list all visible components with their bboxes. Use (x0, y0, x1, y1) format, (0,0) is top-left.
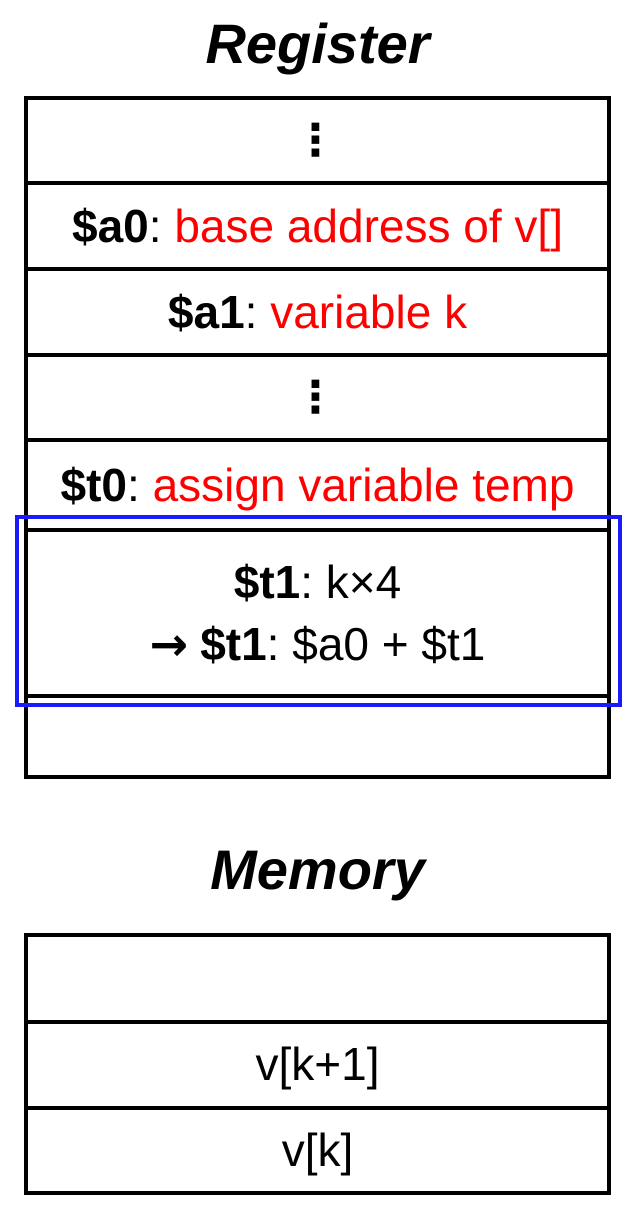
memory-row-vk1: v[k+1] (28, 1024, 607, 1110)
register-label-t0: $t0 (60, 459, 128, 511)
register-expr-t1-line2: $a0 + $t1 (292, 618, 486, 670)
register-row-a1-text: $a1: variable k (168, 281, 467, 343)
register-row-ellipsis-top: ⋮ (28, 100, 607, 185)
register-row-ellipsis-mid: ⋮ (28, 357, 607, 442)
register-row-empty (28, 698, 607, 775)
memory-row-vk: v[k] (28, 1110, 607, 1191)
register-label-a0: $a0 (72, 200, 149, 252)
register-sep-t1-line2: : (266, 618, 293, 670)
register-desc-t0: assign variable temp (152, 459, 575, 511)
register-row-a0: $a0: base address of v[] (28, 185, 607, 271)
register-row-t0: $t0: assign variable temp (28, 442, 607, 532)
register-row-a1: $a1: variable k (28, 271, 607, 357)
register-expr-t1-line1: k×4 (325, 556, 402, 608)
register-title: Register (205, 12, 430, 75)
register-row-a0-text: $a0: base address of v[] (72, 195, 563, 257)
register-row-t1-line1: $t1: k×4 (234, 551, 402, 613)
vertical-ellipsis-icon: ⋮ (293, 114, 338, 166)
register-label-t1: $t1 (233, 556, 301, 608)
memory-table: v[k+1] v[k] (24, 933, 611, 1195)
vertical-ellipsis-icon: ⋮ (293, 371, 338, 423)
memory-title: Memory (210, 838, 425, 901)
register-row-t1-line2: →$t1: $a0 + $t1 (150, 613, 486, 675)
register-row-t1: $t1: k×4 →$t1: $a0 + $t1 (28, 532, 607, 698)
register-label-t1-line2: $t1 (200, 618, 267, 670)
register-sep-t0: : (127, 459, 153, 511)
memory-row-empty (28, 937, 607, 1024)
register-table: ⋮ $a0: base address of v[] $a1: variable… (24, 96, 611, 779)
register-sep-a0: : (148, 200, 175, 252)
memory-cell-vk: v[k] (281, 1123, 354, 1176)
memory-cell-vk1: v[k+1] (255, 1038, 380, 1091)
register-desc-a1: variable k (270, 286, 468, 338)
register-desc-a0: base address of v[] (174, 200, 563, 252)
register-sep-t1-line1: : (300, 556, 326, 608)
register-sep-a1: : (244, 286, 271, 338)
right-arrow-icon: → (149, 617, 189, 671)
register-row-t0-text: $t0: assign variable temp (61, 454, 575, 516)
register-label-a1: $a1 (167, 286, 245, 338)
